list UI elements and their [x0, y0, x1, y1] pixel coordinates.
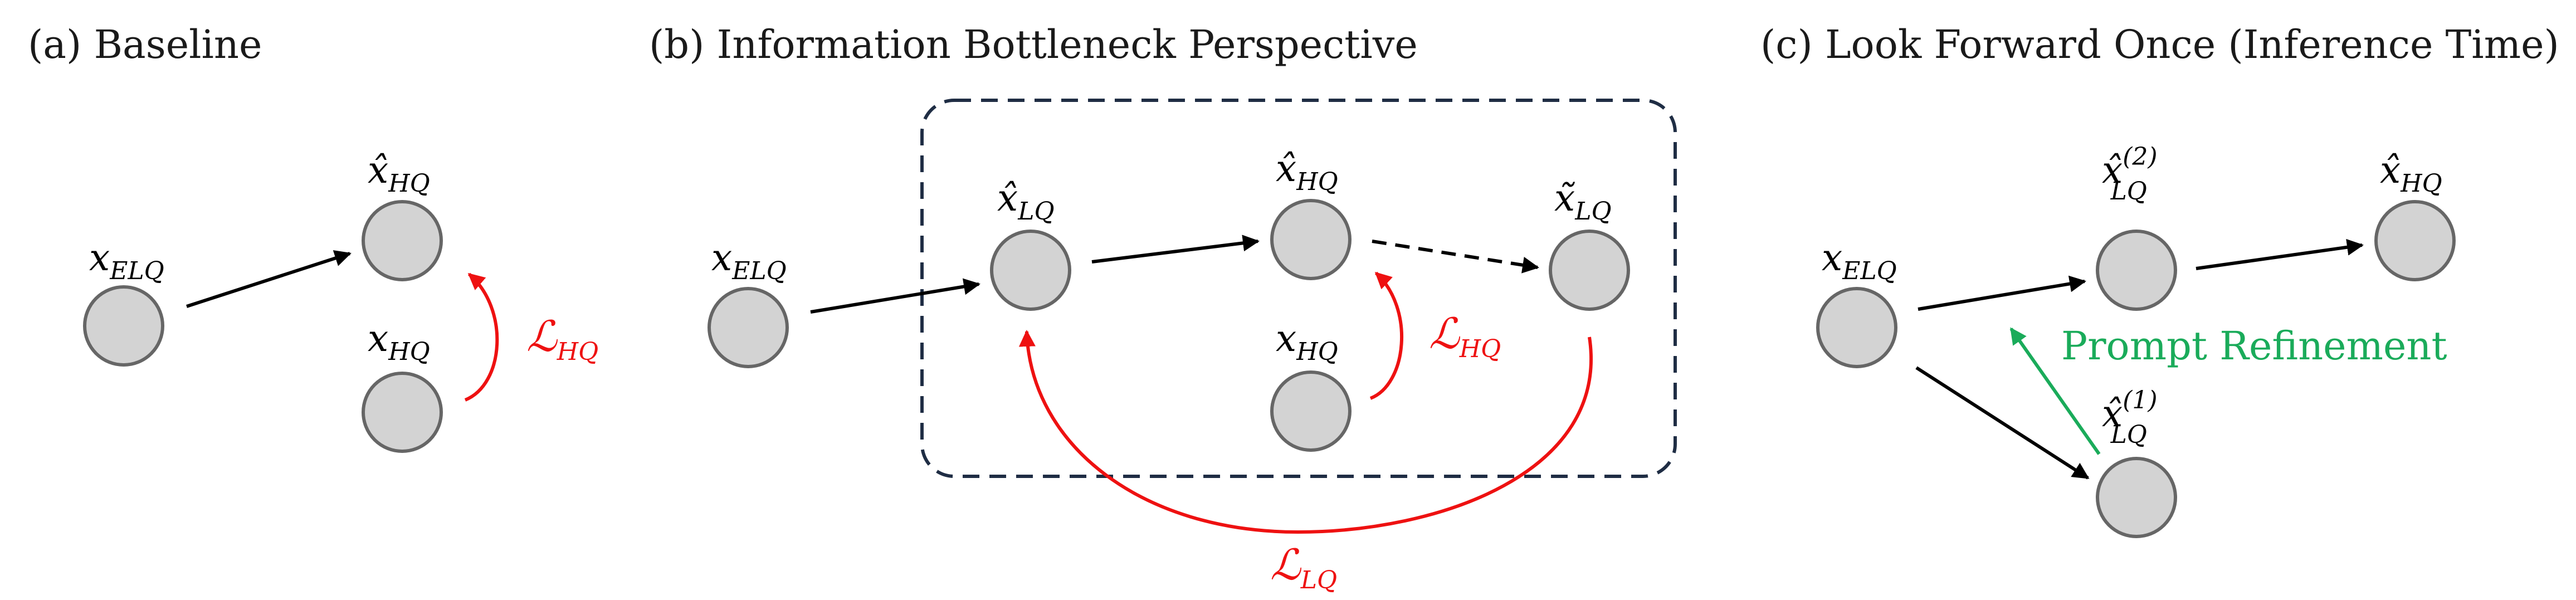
arrow-elq-to-hat-lq-1 [1915, 366, 2090, 480]
panel-c-look-forward-once: (c) Look Forward Once (Inference Time) x… [1760, 22, 2559, 538]
panel-b-title: (b) Information Bottleneck Perspective [649, 22, 1418, 67]
label-x-hq: xHQ [368, 317, 430, 366]
node-x-hat-hq [1270, 199, 1352, 280]
loss-lq-curve [1018, 330, 1593, 534]
loss-hq-curve [464, 272, 499, 402]
label-x-hq: xHQ [1276, 317, 1338, 366]
label-x-hat-lq: x̂LQ [997, 177, 1055, 226]
node-x-hq [362, 372, 443, 453]
bottleneck-box [920, 99, 1677, 478]
node-x-hat-lq [990, 230, 1071, 311]
label-x-tilde-lq: x̃LQ [1554, 177, 1612, 226]
label-x-hat-lq-1: x̂(1)LQ [2102, 386, 2158, 449]
panel-a-baseline: (a) Baseline xELQ x̂HQ xHQ ℒHQ [28, 22, 598, 453]
label-x-hat-hq: x̂HQ [1276, 147, 1338, 196]
arrow-elq-to-hat-lq [810, 278, 980, 314]
label-x-elq: xELQ [89, 236, 164, 285]
label-loss-hq: ℒHQ [526, 311, 598, 366]
node-x-hat-lq-2 [2096, 230, 2177, 311]
label-x-hat-hq: x̂HQ [368, 149, 430, 198]
label-x-hat-lq-2: x̂(2)LQ [2102, 143, 2158, 206]
label-x-elq: xELQ [711, 236, 787, 285]
arrow-hat-hq-to-tilde-lq [1372, 240, 1539, 274]
node-x-elq [708, 287, 789, 368]
node-x-hat-lq-1 [2096, 457, 2177, 538]
node-x-elq [1816, 287, 1897, 368]
arrow-elq-to-hat-lq-2 [1918, 275, 2086, 311]
arrow-hat-lq-2-to-hat-hq [2196, 238, 2364, 270]
node-x-elq [83, 285, 164, 367]
label-prompt-refinement: Prompt Refinement [2061, 323, 2447, 369]
loss-hq-curve [1369, 271, 1404, 400]
panel-a-title: (a) Baseline [28, 22, 262, 67]
node-x-hat-hq [362, 200, 443, 281]
panel-c-title: (c) Look Forward Once (Inference Time) [1760, 22, 2559, 67]
node-x-hq [1270, 370, 1352, 452]
label-loss-lq: ℒLQ [1270, 540, 1337, 594]
panel-b-information-bottleneck: (b) Information Bottleneck Perspective x… [649, 22, 1677, 594]
label-x-hat-hq: x̂HQ [2380, 149, 2442, 198]
arrow-hat-lq-to-hat-hq [1091, 235, 1260, 264]
node-x-hat-hq [2374, 200, 2456, 281]
node-x-tilde-lq [1549, 230, 1630, 311]
arrow-elq-to-hat-hq [186, 250, 352, 308]
label-x-elq: xELQ [1822, 236, 1897, 285]
label-loss-hq: ℒHQ [1429, 309, 1501, 363]
arrow-prompt-refinement [2009, 327, 2101, 455]
